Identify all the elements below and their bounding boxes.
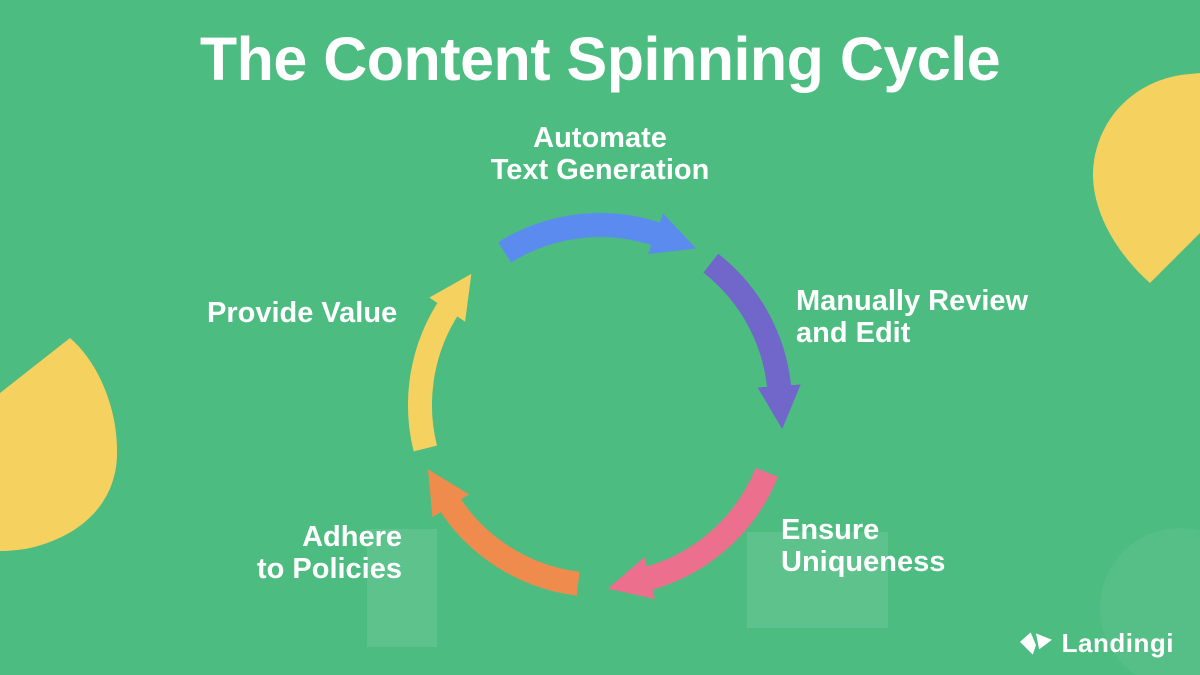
step-label-line: to Policies: [256, 553, 402, 586]
yellow-teardrop-right: [1092, 73, 1200, 283]
step-label-line: Text Generation: [490, 154, 710, 187]
cycle-arrow-value: [407, 273, 472, 452]
cycle-ring: [407, 213, 801, 600]
landingi-heart-icon: [1019, 632, 1052, 655]
step-label-line: Ensure: [781, 514, 880, 546]
cycle-arrow-policies: [427, 469, 580, 596]
yellow-teardrop-left: [0, 338, 118, 551]
step-label-line: Provide Value: [207, 297, 398, 329]
step-label-automate: Automate Text Generation: [350, 122, 850, 186]
light-rect-uniqueness: [747, 532, 888, 628]
step-label-value: Provide Value: [207, 297, 397, 329]
step-label-line: Manually Review: [796, 285, 1029, 317]
step-label-policies: Adhere to Policies: [150, 521, 402, 585]
landingi-logo-text: Landingi: [1061, 628, 1174, 658]
page-title: The Content Spinning Cycle: [199, 25, 1001, 93]
step-label-line: Uniqueness: [781, 546, 946, 579]
step-label-line: and Edit: [796, 317, 911, 350]
landingi-logo: Landingi: [1019, 628, 1174, 659]
step-label-review: Manually Review and Edit: [796, 285, 1028, 349]
step-label-line: Adhere: [302, 521, 402, 553]
cycle-arrow-automate: [498, 213, 697, 263]
light-rect-policies: [367, 529, 437, 647]
cycle-arrow-uniqueness: [607, 467, 779, 600]
light-circle-corner: [1100, 528, 1200, 675]
step-label-uniqueness: Ensure Uniqueness: [781, 514, 945, 578]
cycle-arrow-review: [703, 253, 801, 430]
step-label-line: Automate: [533, 122, 667, 154]
